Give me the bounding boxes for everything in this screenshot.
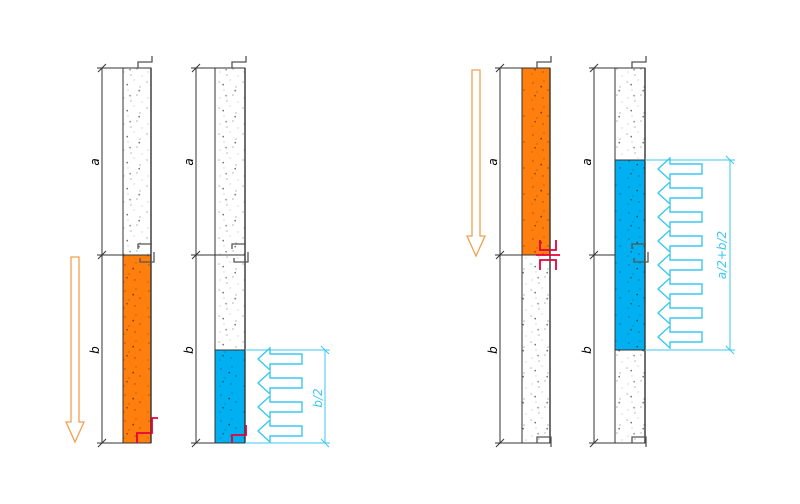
label-a: a (88, 158, 102, 165)
label-b-half: b/2 (311, 388, 325, 407)
label-a: a (486, 158, 500, 165)
load-direction-arrow (64, 256, 86, 444)
bracket-mid (137, 243, 155, 263)
label-b: b (88, 346, 102, 354)
label-a: a (182, 158, 196, 165)
label-b: b (580, 346, 594, 354)
slab-lower (521, 254, 551, 444)
bracket-bottom (631, 436, 647, 447)
slab-upper-loaded (521, 67, 551, 256)
wind-zone-cyan (214, 349, 246, 444)
label-b: b (182, 346, 196, 354)
wind-arrows (257, 347, 303, 443)
bracket-top (631, 56, 647, 68)
bracket-bottom (536, 436, 552, 447)
support-red (231, 425, 247, 443)
wind-arrows (657, 157, 703, 349)
panel-1: a b (64, 56, 158, 448)
bracket-mid (631, 243, 649, 263)
bracket-mid (231, 243, 249, 263)
support-red (136, 417, 158, 443)
panel-3: a b (465, 56, 560, 448)
label-a: a (580, 158, 594, 165)
load-direction-arrow (465, 69, 487, 258)
support-red (536, 240, 560, 270)
label-a-half-plus-b-half: a/2+b/2 (715, 231, 729, 279)
bracket-top (536, 56, 552, 68)
panel-4: a b a/2+b/2 (580, 56, 735, 448)
bracket-top (231, 56, 247, 68)
slab-upper (122, 67, 152, 256)
slab-upper (214, 67, 246, 256)
slab-lower-loaded (122, 254, 152, 444)
panel-2: a b b/2 (182, 56, 330, 448)
wind-zone-cyan (614, 159, 646, 351)
label-b: b (486, 346, 500, 354)
bracket-top (137, 56, 153, 68)
